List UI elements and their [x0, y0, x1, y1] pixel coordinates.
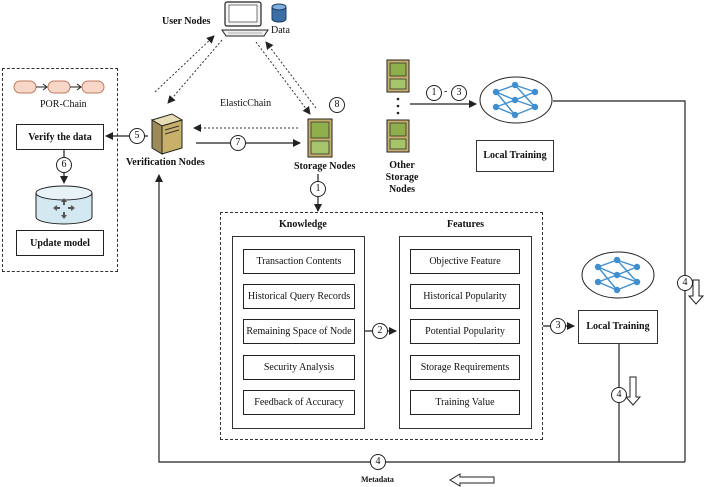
user-nodes-label: User Nodes [162, 16, 211, 27]
knowledge-title: Knowledge [279, 219, 327, 230]
knowledge-item: Historical Query Records [243, 284, 355, 309]
step-circle-1a: 1 [426, 85, 442, 101]
step-range-dash: - [444, 86, 448, 97]
features-title: Features [447, 219, 485, 230]
verify-data-box: Verify the data [16, 124, 104, 150]
storage-nodes-label: Storage Nodes [294, 161, 356, 172]
local-training-box-mid: Local Training [578, 310, 658, 344]
step-circle-7: 7 [230, 135, 246, 151]
por-chain-label: POR-Chain [40, 99, 87, 110]
feature-item: Historical Popularity [410, 284, 520, 309]
elasticchain-label: ElasticChain [220, 98, 272, 109]
neural-network-icon-mid [581, 251, 655, 299]
knowledge-item: Feedback of Accuracy [243, 390, 355, 415]
database-icon [271, 3, 287, 23]
storage-server-icon [307, 118, 333, 158]
other-storage-nodes-label: Other Storage Nodes [385, 160, 419, 195]
top-training-return-line [553, 100, 686, 462]
step-circle-2: 2 [372, 323, 388, 339]
feature-item: Training Value [410, 390, 520, 415]
storage-to-user-link [265, 41, 317, 109]
other-storage-server-icon-top [386, 59, 410, 93]
computer-icon [221, 1, 269, 37]
feature-item: Potential Popularity [410, 319, 520, 344]
hollow-down-arrow-right [687, 279, 705, 305]
knowledge-features-panel [220, 212, 543, 440]
step-circle-4-right: 4 [677, 275, 693, 291]
local-training-label-top: Local Training [483, 150, 547, 161]
step-circle-3a: 3 [451, 85, 467, 101]
data-label: Data [271, 25, 290, 36]
step-circle-1: 1 [310, 181, 326, 197]
knowledge-item: Remaining Space of Node [243, 319, 355, 344]
step-circle-5: 5 [129, 128, 145, 144]
feature-item: Storage Requirements [410, 355, 520, 380]
chain-blocks-icon [13, 80, 105, 94]
verification-to-user-link [154, 35, 215, 93]
verification-server-icon [150, 113, 184, 155]
step-circle-4-bottom: 4 [370, 454, 386, 470]
local-training-box-top: Local Training [476, 140, 554, 172]
step-circle-3: 3 [550, 318, 566, 334]
feature-item: Objective Feature [410, 249, 520, 274]
step-circle-8: 8 [329, 97, 345, 113]
hollow-down-arrow-mid [624, 376, 642, 406]
user-to-verification-link [167, 39, 223, 104]
por-chain-panel [2, 68, 118, 272]
metadata-label: Metadata [361, 475, 394, 484]
other-storage-server-icon-bottom [386, 119, 410, 153]
update-model-box: Update model [16, 230, 104, 256]
hollow-left-arrow [449, 473, 495, 487]
knowledge-item: Transaction Contents [243, 249, 355, 274]
neural-network-icon-top [479, 76, 553, 124]
ellipsis-dots-icon [396, 97, 400, 115]
verification-nodes-label: Verification Nodes [126, 157, 205, 168]
step-circle-6: 6 [56, 157, 72, 173]
step-circle-4-mid: 4 [611, 387, 627, 403]
model-database-icon [35, 185, 93, 225]
metadata-return-line [155, 174, 685, 463]
knowledge-item: Security Analysis [243, 355, 355, 380]
user-to-storage-link [255, 41, 311, 115]
local-training-label-mid: Local Training [586, 321, 650, 332]
